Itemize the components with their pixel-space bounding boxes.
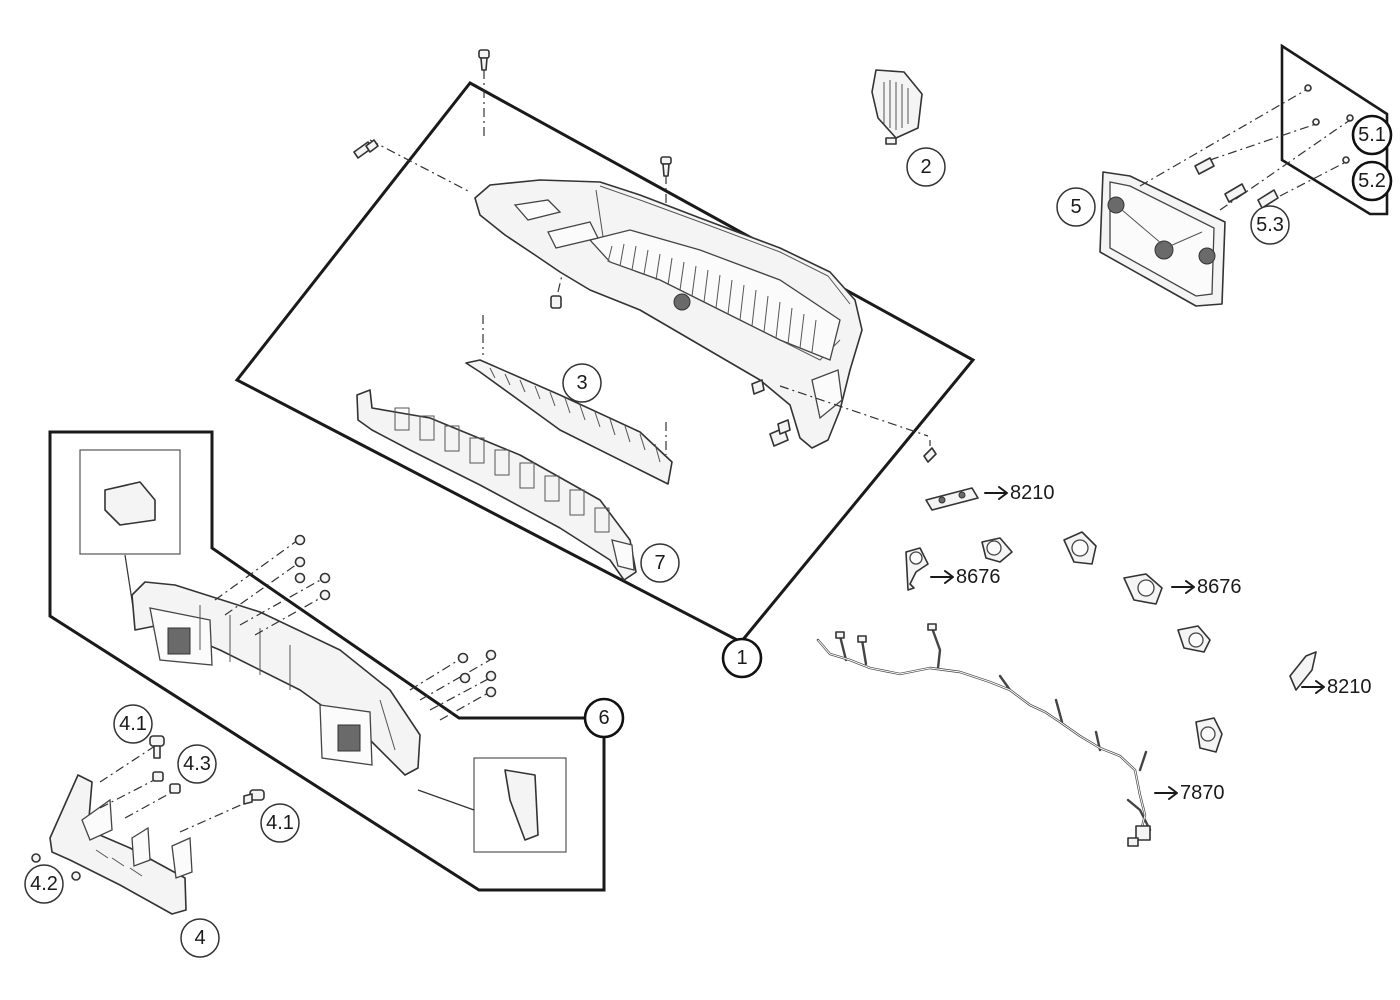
right-side-fastener bbox=[779, 385, 937, 463]
assembly-1-frame bbox=[234, 81, 976, 644]
ref-arrow-7870: 7870 bbox=[1154, 782, 1225, 804]
callout-5-2: 5.2 bbox=[1351, 160, 1393, 202]
callout-7: 7 bbox=[640, 543, 680, 583]
svg-text:6: 6 bbox=[598, 707, 609, 729]
parking-sensor-2 bbox=[981, 537, 1013, 563]
callout-5: 5 bbox=[1056, 187, 1096, 227]
callout-4-3: 4.3 bbox=[177, 744, 217, 784]
energy-absorber bbox=[356, 389, 637, 581]
svg-text:4: 4 bbox=[194, 927, 205, 949]
left-push-clip bbox=[353, 139, 471, 193]
svg-text:1: 1 bbox=[736, 647, 747, 669]
callout-5-3: 5.3 bbox=[1250, 205, 1290, 245]
ref-label-8210-top: 8210 bbox=[1010, 482, 1055, 504]
parking-sensor-5 bbox=[1177, 625, 1211, 653]
ref-label-7870: 7870 bbox=[1180, 782, 1225, 804]
bracket-bolts bbox=[99, 735, 265, 833]
svg-text:4.1: 4.1 bbox=[266, 812, 294, 834]
svg-text:3: 3 bbox=[576, 372, 587, 394]
grille-strip bbox=[465, 315, 673, 485]
callout-3: 3 bbox=[562, 363, 602, 403]
parking-sensor-6 bbox=[1195, 717, 1223, 753]
ref-arrow-8210-right: 8210 bbox=[1301, 676, 1372, 698]
parking-sensor-3 bbox=[1063, 531, 1097, 565]
bracket-screws bbox=[1139, 89, 1351, 211]
svg-text:4.1: 4.1 bbox=[119, 713, 147, 735]
ref-label-8676-left: 8676 bbox=[956, 566, 1001, 588]
ref-label-8210-right: 8210 bbox=[1327, 676, 1372, 698]
bracket-clips bbox=[31, 853, 81, 881]
ref-arrow-8676-right: 8676 bbox=[1171, 576, 1242, 598]
beam-nuts-upper bbox=[214, 534, 331, 636]
callout-5-1: 5.1 bbox=[1351, 114, 1393, 156]
cover-clip-right bbox=[769, 419, 791, 447]
wiring-harness bbox=[816, 623, 1152, 847]
plate-panel bbox=[1280, 43, 1389, 216]
cover-plate bbox=[871, 69, 923, 145]
svg-text:5: 5 bbox=[1070, 196, 1081, 218]
ref-label-8676-right: 8676 bbox=[1197, 576, 1242, 598]
svg-text:5.2: 5.2 bbox=[1358, 170, 1386, 192]
parking-sensor-4 bbox=[1123, 573, 1163, 605]
callout-1: 1 bbox=[721, 637, 763, 679]
svg-text:7: 7 bbox=[654, 552, 665, 574]
bumper-beam bbox=[131, 581, 421, 776]
beam-nuts-lower bbox=[409, 649, 497, 721]
svg-text:4.3: 4.3 bbox=[183, 753, 211, 775]
sensor-bezel-top bbox=[925, 487, 979, 511]
parking-sensor-1 bbox=[905, 547, 929, 591]
cover-clip-left bbox=[550, 274, 563, 309]
cover-clip-small bbox=[751, 379, 765, 395]
callout-4-2: 4.2 bbox=[24, 864, 64, 904]
svg-text:4.2: 4.2 bbox=[30, 873, 58, 895]
inset-detail-left bbox=[79, 449, 181, 621]
sensor-bezel-right bbox=[1289, 651, 1317, 691]
svg-text:5.1: 5.1 bbox=[1358, 124, 1386, 146]
lower-bracket bbox=[49, 774, 193, 915]
callout-4-1-lower: 4.1 bbox=[260, 803, 300, 843]
callout-4-1-upper: 4.1 bbox=[113, 704, 153, 744]
svg-text:2: 2 bbox=[920, 156, 931, 178]
bumper-cover bbox=[474, 179, 863, 449]
inset-detail-right bbox=[417, 757, 567, 853]
callout-2: 2 bbox=[906, 147, 946, 187]
ref-arrow-8676-left: 8676 bbox=[930, 566, 1001, 588]
svg-text:5.3: 5.3 bbox=[1256, 214, 1284, 236]
license-plate-bracket bbox=[1099, 171, 1226, 307]
callout-6: 6 bbox=[583, 697, 625, 739]
ref-arrow-8210-top: 8210 bbox=[984, 482, 1055, 504]
callout-4: 4 bbox=[180, 918, 220, 958]
top-push-clip bbox=[478, 49, 490, 140]
